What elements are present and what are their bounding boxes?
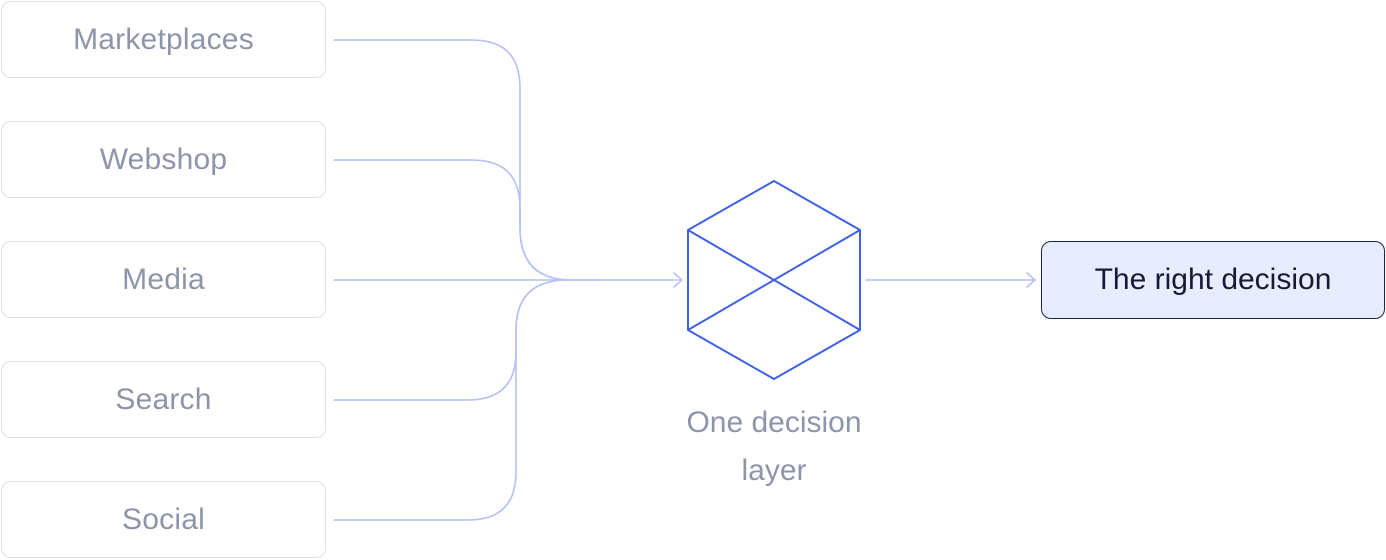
connector-line-social (333, 279, 565, 521)
source-marketplaces: Marketplaces (1, 1, 326, 78)
source-label: Media (122, 262, 205, 296)
decision-layer-label-line2: layer (741, 454, 807, 487)
source-label: Search (115, 382, 212, 416)
source-label: Social (122, 502, 205, 536)
arrowhead-to-result (1026, 272, 1037, 288)
source-media: Media (1, 241, 326, 318)
connector-line-search (333, 279, 565, 401)
hexagon-cube-icon (687, 180, 861, 380)
connector-line-webshop (333, 159, 569, 281)
source-search: Search (1, 361, 326, 438)
source-label: Marketplaces (73, 22, 254, 56)
result-box: The right decision (1041, 241, 1385, 319)
source-webshop: Webshop (1, 121, 326, 198)
source-label: Webshop (99, 142, 228, 176)
decision-layer-label: One decision layer (624, 399, 924, 495)
arrowhead-to-layer (673, 272, 684, 288)
decision-layer-label-line1: One decision (686, 406, 862, 439)
result-label: The right decision (1094, 263, 1332, 296)
source-social: Social (1, 481, 326, 558)
